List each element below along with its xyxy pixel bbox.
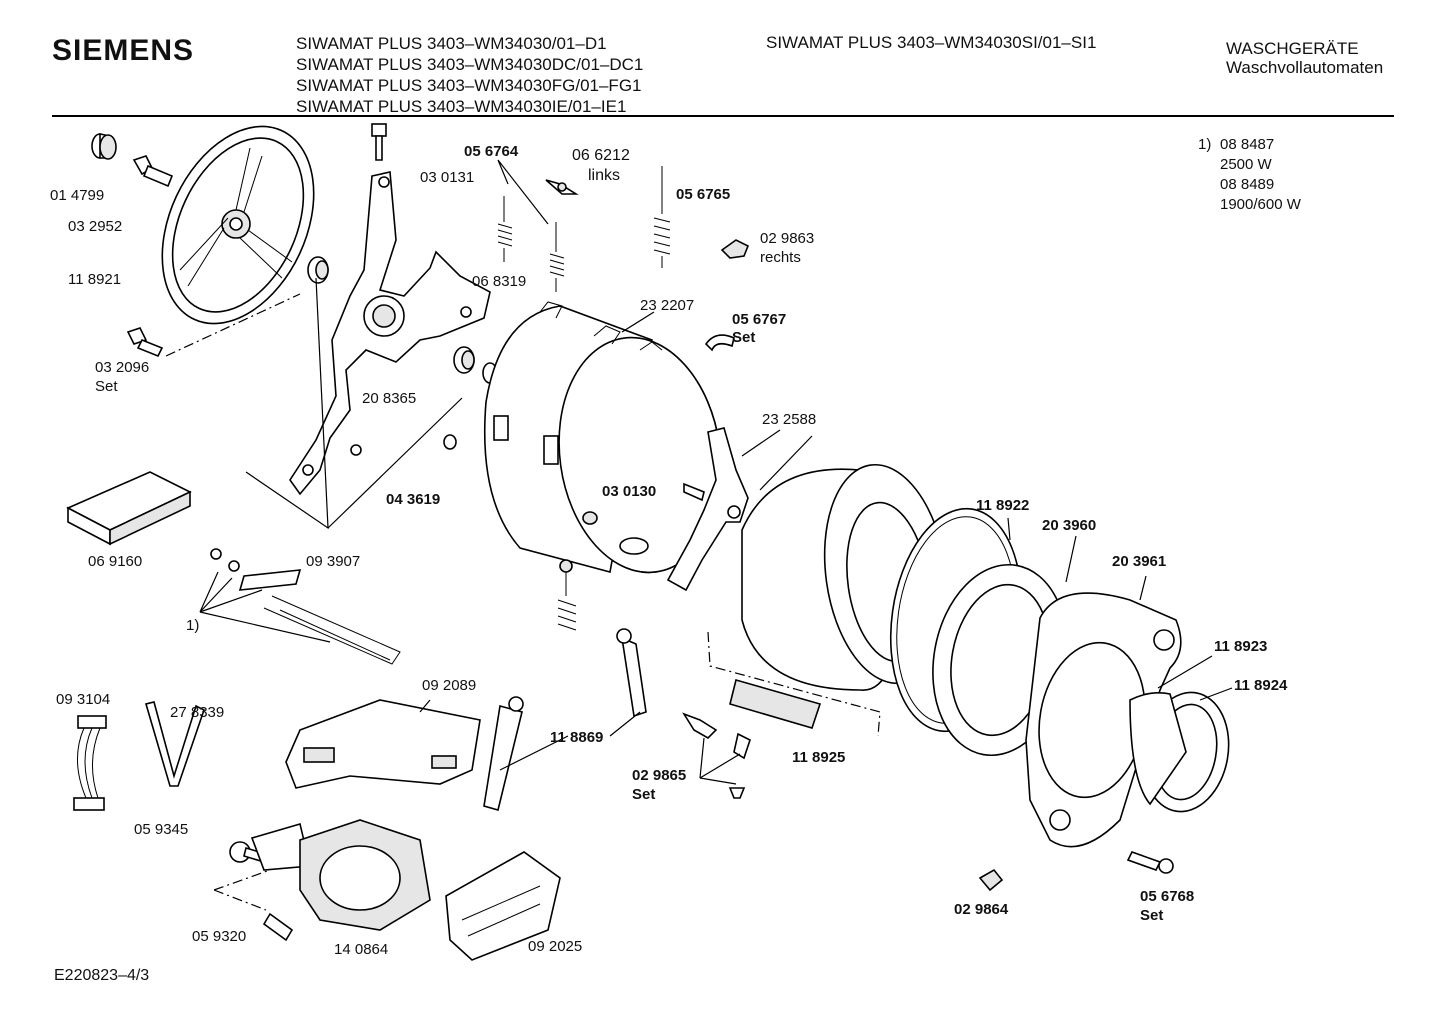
screw-drawing [682,712,751,799]
footnote-line: 1900/600 W [1220,196,1301,213]
part-label: 05 6768 [1140,888,1195,905]
footnote-line: 08 8487 [1220,136,1275,153]
part-label: 11 8921 [68,271,122,288]
footnote-line: 08 8489 [1220,176,1275,193]
part-label: 20 3961 [1112,553,1167,570]
bushing-drawing [91,133,117,160]
belt-drawing [144,701,205,787]
screw-drawing [371,123,387,161]
part-label: 01 4799 [50,187,105,204]
part-label: 05 6767 [732,311,787,328]
seal-drawing [443,434,457,450]
footnote-values: 08 8487 2500 W 08 8489 1900/600 W [1220,135,1301,215]
part-label: 06 9160 [88,553,143,570]
part-label: 05 9345 [134,821,189,838]
door-ring-drawing [1129,655,1233,813]
footnote-ref: 1) [186,617,200,634]
part-label: 05 6765 [676,186,731,203]
part-label: 02 9864 [954,901,1009,918]
part-label: 03 2952 [68,218,123,235]
screw-drawing [1126,851,1174,874]
control-module-drawing [445,851,561,961]
part-label: 03 0130 [602,483,657,500]
model-line: SIWAMAT PLUS 3403–WM34030FG/01–FG1 [296,76,642,95]
leader-line [245,277,463,530]
part-label: 05 9320 [192,928,247,945]
clip-drawing [720,239,750,259]
spring-drawing [653,166,671,268]
clip-drawing [545,179,579,195]
wiring-drawing [73,715,107,811]
header-divider [52,115,1394,117]
part-label: 02 9865 [632,767,687,784]
motor-drawing [213,819,431,931]
footnote: 1) 08 8487 2500 W 08 8489 1900/600 W [1198,135,1358,215]
document-reference: E220823–4/3 [54,967,150,984]
tub-drawing [483,301,722,574]
part-label: 11 8925 [792,749,846,766]
spring-drawing [557,559,577,631]
filter-drawing [707,631,881,737]
cover-drawing [285,699,481,789]
category-subtitle: Waschvollautomaten [1226,58,1384,77]
part-label: 20 3960 [1042,517,1097,534]
part-label-note: Set [632,786,656,803]
brand-logo: SIEMENS [52,34,195,67]
part-label: 09 3907 [306,553,361,570]
clip-drawing [978,868,1004,892]
shock-absorber-drawing [483,628,647,811]
drum-bracket-drawing [666,427,749,592]
part-label: 23 2588 [762,411,817,428]
part-label: 20 8365 [362,390,417,407]
part-label: 06 8319 [472,273,527,290]
leader-line [741,429,813,491]
part-label: 09 2025 [528,938,583,955]
model-line: SIWAMAT PLUS 3403–WM34030DC/01–DC1 [296,55,644,74]
model-right: SIWAMAT PLUS 3403–WM34030SI/01–SI1 [766,33,1097,52]
part-label: 23 2207 [640,297,695,314]
part-label-note: rechts [760,249,801,266]
footnote-line: 2500 W [1220,156,1272,173]
clamp-drawing [704,334,735,352]
part-label: 06 6212 [572,147,630,164]
part-label: 11 8922 [976,497,1030,514]
pulley-wheel-drawing [161,125,315,325]
part-label: 27 8339 [170,704,225,721]
part-label-note: Set [95,378,118,395]
part-label: 03 2096 [95,359,150,376]
module-drawing [66,471,192,546]
part-label: 03 0131 [420,169,475,186]
model-line: SIWAMAT PLUS 3403–WM34030/01–D1 [296,34,607,53]
pulley-bolt-drawing [132,155,174,188]
bolt-drawing [126,293,301,358]
part-label-note: links [588,167,621,184]
bolt-drawing [262,912,294,942]
model-list: SIWAMAT PLUS 3403–WM34030/01–D1 SIWAMAT … [296,33,643,117]
category: WASCHGERÄTE Waschvollautomaten [1226,39,1383,77]
bearing-drawing [307,256,329,284]
part-label: 11 8869 [550,729,604,746]
part-label-note: Set [732,329,756,346]
front-housing-drawing [1025,575,1182,848]
leader-line [1007,517,1011,541]
heater-drawing [199,548,401,665]
part-label: 11 8923 [1214,638,1268,655]
tub-cross-drawing [289,171,491,496]
footnote-marker: 1) [1198,136,1212,153]
part-label: 09 2089 [422,677,477,694]
part-label: 14 0864 [334,941,389,958]
part-label: 04 3619 [386,491,441,508]
part-label: 05 6764 [464,143,519,160]
part-label: 11 8924 [1234,677,1288,694]
part-label-note: Set [1140,907,1164,924]
part-label: 09 3104 [56,691,111,708]
part-label: 02 9863 [760,230,815,247]
category-title: WASCHGERÄTE [1226,39,1359,58]
spring-drawing [497,159,565,292]
model-line: SIWAMAT PLUS 3403–WM34030IE/01–IE1 [296,97,627,116]
